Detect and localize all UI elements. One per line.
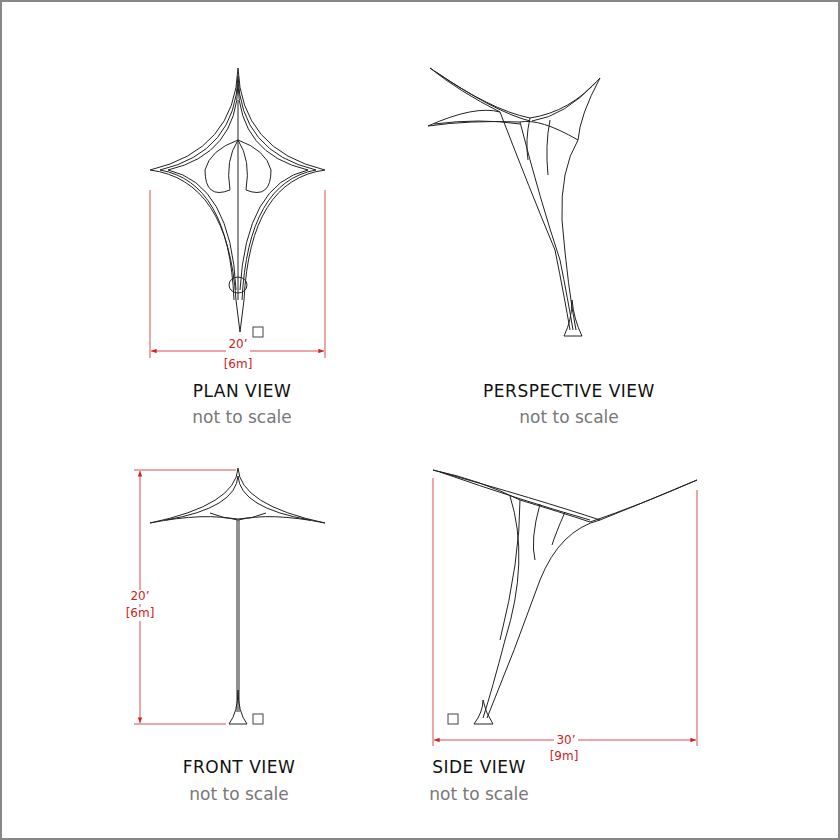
scale-note: not to scale xyxy=(519,408,619,428)
side-drawing xyxy=(433,470,697,724)
view-title: FRONT VIEW xyxy=(183,758,296,778)
plan-drawing xyxy=(150,68,325,337)
dimension-label: [9m] xyxy=(548,750,581,764)
view-title: PERSPECTIVE VIEW xyxy=(483,382,655,402)
dimension-label: [6m] xyxy=(222,358,255,372)
dimension-label: [6m] xyxy=(124,607,157,621)
view-title: SIDE VIEW xyxy=(432,758,526,778)
dimension-label: 20’ xyxy=(128,590,151,604)
front-drawing xyxy=(150,468,325,724)
dimension-line xyxy=(433,478,697,746)
scale-note: not to scale xyxy=(192,408,292,428)
dimension-line xyxy=(150,190,325,358)
scale-note: not to scale xyxy=(429,785,529,805)
dimension-label: 30’ xyxy=(554,734,577,748)
view-title: PLAN VIEW xyxy=(193,382,292,402)
dimension-label: 20’ xyxy=(226,338,249,352)
scale-note: not to scale xyxy=(189,785,289,805)
perspective-drawing xyxy=(428,68,600,336)
